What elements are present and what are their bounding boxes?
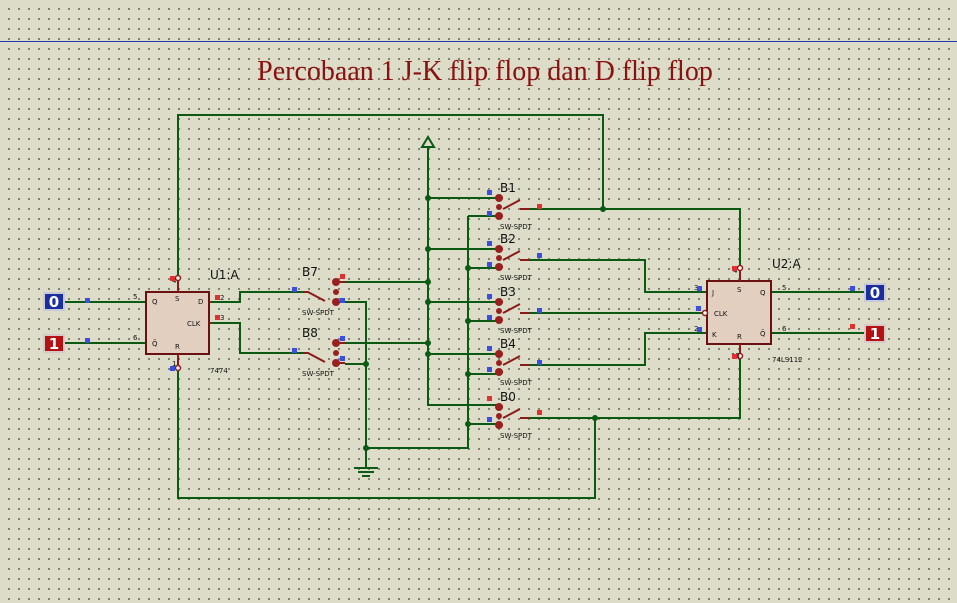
u2-pin-s: S — [737, 286, 742, 294]
pin-state-marker — [487, 241, 492, 246]
pin-state-marker — [537, 253, 542, 258]
pin-state-marker — [487, 211, 492, 216]
power-terminal-icon[interactable] — [420, 135, 436, 148]
pin-state-marker — [537, 308, 542, 313]
switch-ref-label: B8 — [302, 326, 318, 340]
pin-state-marker — [732, 354, 737, 359]
pin-state-marker — [487, 315, 492, 320]
pin-state-marker — [487, 262, 492, 267]
u2-part-label: 74LS112 — [772, 356, 803, 364]
sheet-border-line — [0, 41, 957, 42]
switch-ref-label: B7 — [302, 265, 318, 279]
u2-pin-q: Q — [760, 289, 766, 297]
u1-pin-qbar: Q̄ — [152, 339, 158, 348]
u2-pin-num-j: 3 — [694, 284, 698, 292]
switch-ref-label: B1 — [500, 181, 516, 195]
ground-icon[interactable] — [354, 467, 378, 477]
switch-type-label: SW-SPDT — [500, 274, 533, 282]
pin-state-marker — [340, 336, 345, 341]
u1-pin-num-q: 5 — [133, 293, 137, 301]
pin-state-marker — [340, 356, 345, 361]
pin-state-marker — [85, 298, 90, 303]
pin-state-marker — [170, 366, 175, 371]
pin-state-marker — [340, 274, 345, 279]
pin-state-marker — [215, 315, 220, 320]
switch-type-label: SW-SPDT — [500, 432, 533, 440]
switch-type-label: SW-SPDT — [500, 327, 533, 335]
u2-pin-k: K — [712, 331, 717, 339]
switch-ref-label: B0 — [500, 390, 516, 404]
u2-pin-num-q: 5 — [782, 284, 786, 292]
switch-type-label: SW-SPDT — [302, 370, 335, 378]
pin-state-marker — [537, 410, 542, 415]
pin-state-marker — [696, 306, 701, 311]
u2-pin-num-k: 2 — [694, 325, 698, 333]
pin-state-marker — [537, 204, 542, 209]
u1-pin-r: R — [175, 343, 180, 351]
switch-type-label: SW-SPDT — [302, 309, 335, 317]
pin-state-marker — [487, 367, 492, 372]
pin-state-marker — [697, 286, 702, 291]
u1-pin-clk: CLK — [187, 320, 201, 328]
pin-state-marker — [292, 287, 297, 292]
u2-pin-j: J — [711, 289, 714, 297]
u1-pin-d: D — [198, 298, 203, 306]
pin-state-marker — [85, 338, 90, 343]
pin-state-marker — [850, 286, 855, 291]
pin-state-marker — [487, 396, 492, 401]
logic-state-right-bottom[interactable]: 1 — [864, 324, 886, 343]
u1-part-label: 7474 — [210, 367, 228, 375]
pin-state-marker — [850, 324, 855, 329]
logic-state-left-top[interactable]: 0 — [43, 292, 65, 311]
u1-flip-flop[interactable]: Q D CLK Q̄ S R 5 6 2 3 4 1 U1:A 7474 — [133, 268, 239, 375]
pin-state-marker — [292, 348, 297, 353]
u2-pin-num-qbar: 6 — [782, 325, 787, 333]
u1-ref-label: U1:A — [210, 268, 239, 282]
u1-pin-s: S — [175, 295, 180, 303]
pin-state-markers — [85, 190, 855, 422]
switch-ref-label: B3 — [500, 285, 516, 299]
switch-type-label: SW-SPDT — [500, 379, 533, 387]
u1-pin-num-clk: 3 — [220, 314, 224, 322]
u2-pin-r: R — [737, 333, 742, 341]
logic-state-left-bottom[interactable]: 1 — [43, 334, 65, 353]
pin-state-marker — [215, 295, 220, 300]
switch-ref-label: B4 — [500, 337, 516, 351]
pin-state-marker — [487, 417, 492, 422]
pin-state-marker — [487, 346, 492, 351]
pin-state-marker — [170, 276, 175, 281]
pin-state-marker — [340, 298, 345, 303]
pin-state-marker — [487, 190, 492, 195]
u2-ref-label: U2:A — [772, 257, 801, 271]
switch-ref-label: B2 — [500, 232, 516, 246]
pin-state-marker — [697, 327, 702, 332]
pin-state-marker — [537, 360, 542, 365]
pin-state-marker — [732, 266, 737, 271]
u2-flip-flop[interactable]: J CLK K Q Q̄ S R 3 1 2 5 6 4 15 U2:A 74L… — [694, 257, 803, 364]
pin-state-marker — [487, 294, 492, 299]
u1-pin-num-r: 1 — [172, 360, 176, 368]
u1-pin-num-qbar: 6 — [133, 334, 138, 342]
junction-dots — [363, 195, 606, 451]
logic-state-right-top[interactable]: 0 — [864, 283, 886, 302]
page-title: Percobaan 1 J-K flip flop dan D flip flo… — [257, 56, 713, 87]
u1-pin-q: Q — [152, 298, 158, 306]
u2-pin-qbar: Q̄ — [760, 329, 766, 338]
u1-pin-num-d: 2 — [220, 294, 224, 302]
switch-type-label: SW-SPDT — [500, 223, 533, 231]
u2-pin-clk: CLK — [714, 310, 728, 318]
